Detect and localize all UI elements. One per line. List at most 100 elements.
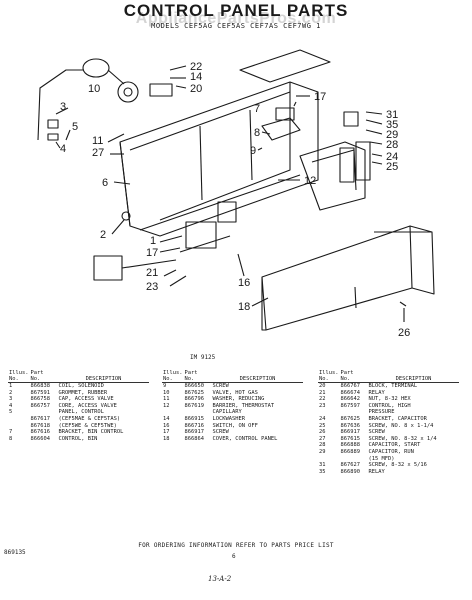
description-cell: RELAY [368, 468, 385, 475]
callout-28: 28 [386, 139, 398, 151]
illus-no-cell [318, 456, 339, 463]
callout-31: 31 [386, 109, 398, 121]
col-header: No. [318, 376, 340, 383]
description-cell: CONTROL, HIGH [368, 402, 411, 409]
callout-17a: 17 [314, 91, 326, 103]
callout-14: 14 [190, 71, 202, 83]
part-no-cell: 867625 [340, 415, 360, 422]
description-cell: SCREW [212, 383, 229, 389]
description-cell: (CEF5WE & CEF5TWE) [58, 422, 117, 429]
part-no-cell: 866716 [184, 422, 204, 429]
callout-10: 10 [88, 83, 100, 95]
description-cell: PANEL, CONTROL [58, 409, 104, 416]
description-cell: CONTROL, BIN [58, 435, 98, 442]
description-cell: BARRIER, THERMOSTAT [212, 402, 275, 409]
description-cell: CORE, ACCESS VALVE [58, 402, 117, 409]
callout-11: 11 [92, 135, 103, 147]
callout-8: 8 [254, 127, 260, 139]
part-no-cell: 866674 [340, 389, 360, 396]
description-cell: BRACKET, CAPACITOR [368, 415, 427, 422]
page-title: CONTROL PANEL PARTS [123, 1, 349, 20]
callout-6: 6 [102, 177, 108, 189]
description-cell: CAPACITOR, RUN [368, 448, 414, 455]
table-row: (15 MFD) [318, 456, 459, 463]
callout-12: 12 [304, 175, 316, 187]
part-no-cell: 866838 [30, 383, 50, 389]
col-header: Part [340, 370, 354, 376]
col-header: No. [29, 376, 58, 383]
callout-9: 9 [250, 145, 256, 157]
illus-no-cell: 31 [319, 462, 326, 469]
callout-26: 26 [398, 327, 410, 339]
callout-20: 20 [190, 83, 202, 95]
exploded-parts-diagram: 22 14 20 10 3 4 5 11 27 17 7 8 9 31 35 2… [37, 49, 435, 339]
illus-no-cell: 25 [319, 422, 326, 429]
description-cell: VALVE, HOT GAS [212, 389, 258, 396]
part-no-cell: 866650 [184, 383, 204, 389]
callout-3: 3 [60, 101, 66, 113]
description-cell: BRACKET, BIN CONTROL [58, 429, 124, 436]
description-cell: BLOCK, TERMINAL [368, 383, 418, 389]
description-cell: WASHER, REDUCING [212, 396, 265, 403]
callout-17b: 17 [146, 247, 158, 259]
callout-5: 5 [72, 121, 78, 133]
description-cell: CAP, ACCESS VALVE [58, 396, 114, 403]
col-header: Part [30, 370, 44, 376]
illus-no-cell: 17 [163, 429, 170, 436]
illus-no-cell [8, 416, 29, 423]
part-no-cell: 867616 [30, 429, 50, 436]
part-no-cell: 867597 [340, 402, 360, 409]
callout-1: 1 [150, 235, 156, 247]
col-header: DESCRIPTION [57, 376, 150, 383]
col-header: No. [339, 376, 368, 383]
callout-2: 2 [100, 229, 106, 241]
callout-23: 23 [146, 281, 158, 293]
part-no-cell: 866917 [340, 429, 360, 436]
ordering-note: FOR ORDERING INFORMATION REFER TO PARTS … [138, 542, 334, 549]
illus-no-cell [162, 409, 183, 416]
col-header: Illus. [319, 370, 339, 376]
illus-no-cell [318, 409, 339, 416]
illus-no-cell: 22 [319, 396, 326, 403]
illus-no-cell: 2 [9, 389, 13, 396]
table-row: 26 866917 SCREW [318, 429, 459, 436]
description-cell: SCREW [368, 429, 385, 436]
illus-no-cell: 21 [319, 389, 326, 396]
part-no-cell: 867617 [30, 415, 50, 422]
description-cell: (CEF5MAE & CEF5TAS) [58, 415, 121, 422]
part-no-cell: 866642 [340, 396, 360, 403]
illus-no-cell: 26 [319, 429, 326, 436]
illus-no-cell: 12 [163, 402, 170, 409]
table-row: CAPILLARY [162, 409, 303, 416]
part-no-cell: 866757 [30, 402, 50, 409]
part-no-cell: 867619 [184, 402, 204, 409]
part-no-cell: 866917 [184, 429, 204, 436]
model-subtitle: MODELS CEF5AG CEF5AS CEF7AS CEF7WG 1 [151, 22, 321, 30]
part-no-cell: 866890 [340, 468, 360, 475]
part-no-cell: 866864 [184, 435, 204, 442]
illus-no-cell: 8 [9, 435, 13, 442]
watermark: AppliancePartsPros.com [135, 10, 337, 27]
part-no-cell: 867591 [30, 389, 50, 396]
callout-25: 25 [386, 161, 398, 173]
illus-no-cell: 23 [319, 402, 326, 409]
illus-no-cell: 14 [163, 415, 170, 422]
